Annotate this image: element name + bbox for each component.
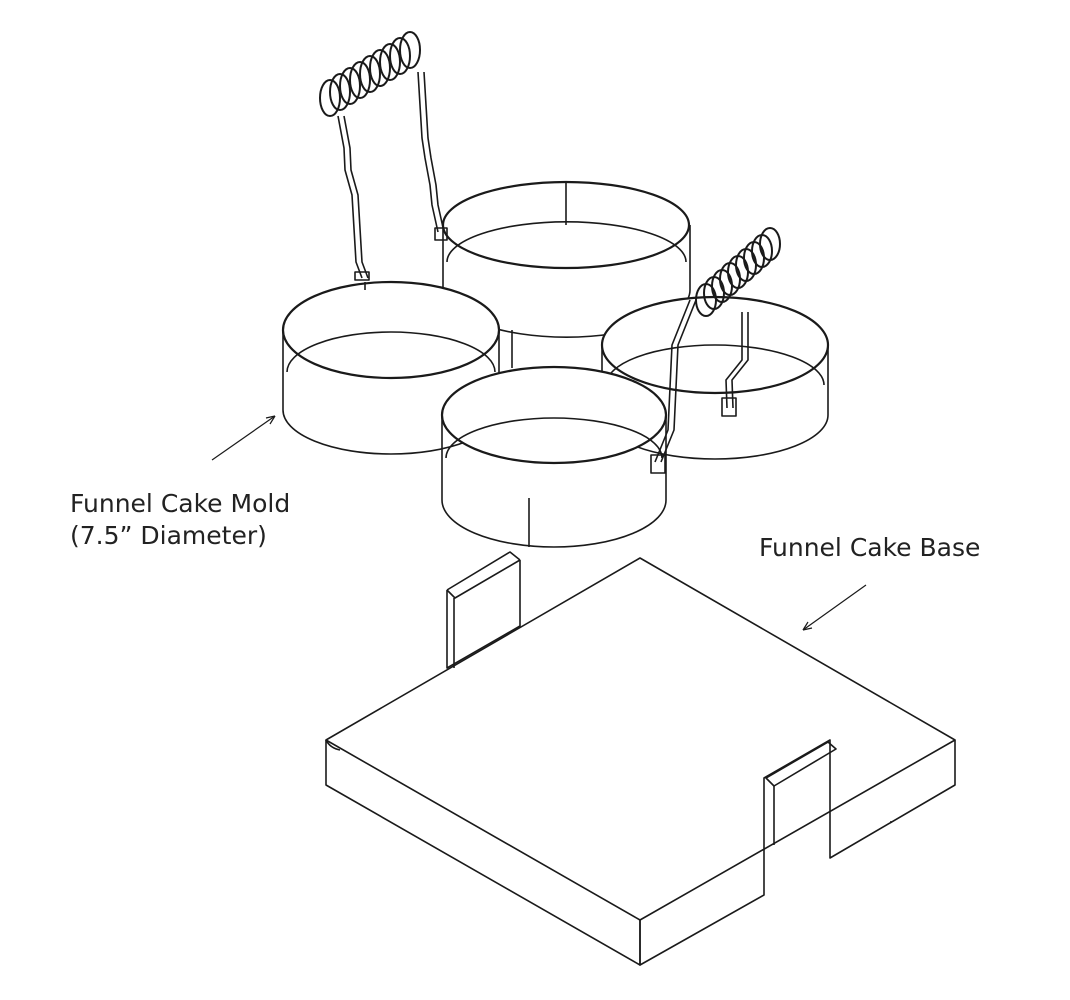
mold-ring-left <box>281 280 501 455</box>
mold-handle-right <box>650 227 781 474</box>
funnel-cake-base <box>325 551 956 966</box>
mold-label-name: Funnel Cake Mold <box>70 489 291 518</box>
coil-grip-icon <box>695 227 781 317</box>
mold-label-diameter: (7.5” Diameter) <box>70 521 267 550</box>
leader-arrow-base <box>802 584 867 631</box>
mold-handle-left <box>319 31 448 281</box>
coil-grip-icon <box>319 31 421 117</box>
mold-label: Funnel Cake Mold (7.5” Diameter) <box>70 488 290 552</box>
leader-arrow-mold <box>211 415 276 461</box>
base-label: Funnel Cake Base <box>759 533 981 562</box>
mold-ring-front <box>440 365 668 548</box>
